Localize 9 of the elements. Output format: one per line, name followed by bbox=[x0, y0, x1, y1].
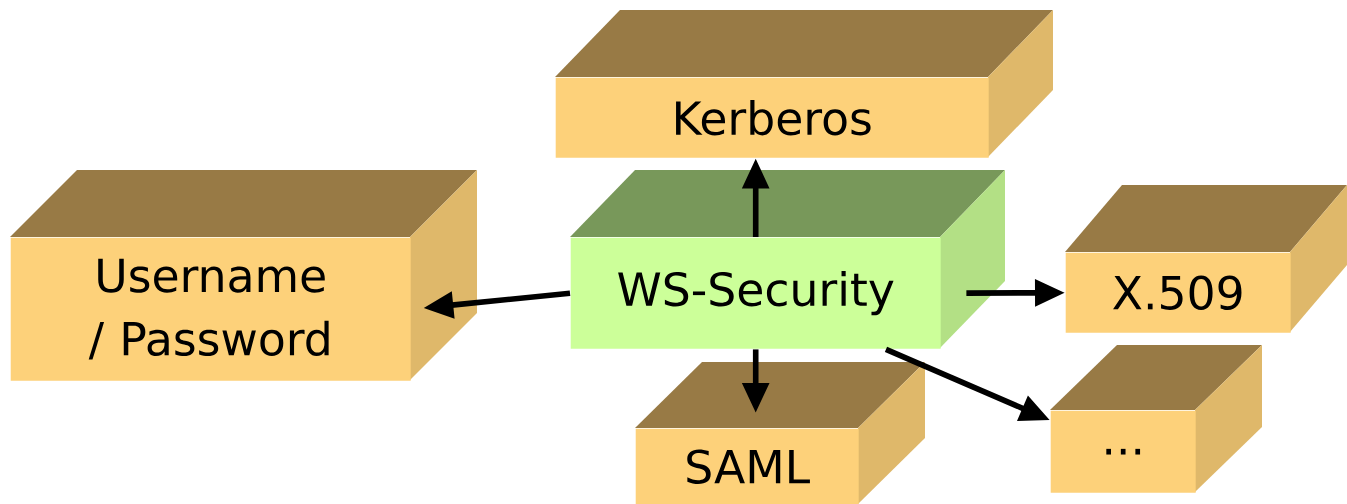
box-3d: Kerberos bbox=[555, 10, 1053, 158]
node-label: X.509 bbox=[1113, 275, 1242, 310]
box-3d: ... bbox=[1050, 345, 1262, 493]
node-label: ... bbox=[1106, 448, 1141, 455]
box-3d: X.509 bbox=[1065, 185, 1347, 333]
box-3d: SAML bbox=[635, 362, 925, 504]
box-3d: WS-Security bbox=[570, 170, 1005, 349]
box-3d: Username / Password bbox=[10, 170, 477, 381]
node-label: SAML bbox=[687, 449, 810, 484]
